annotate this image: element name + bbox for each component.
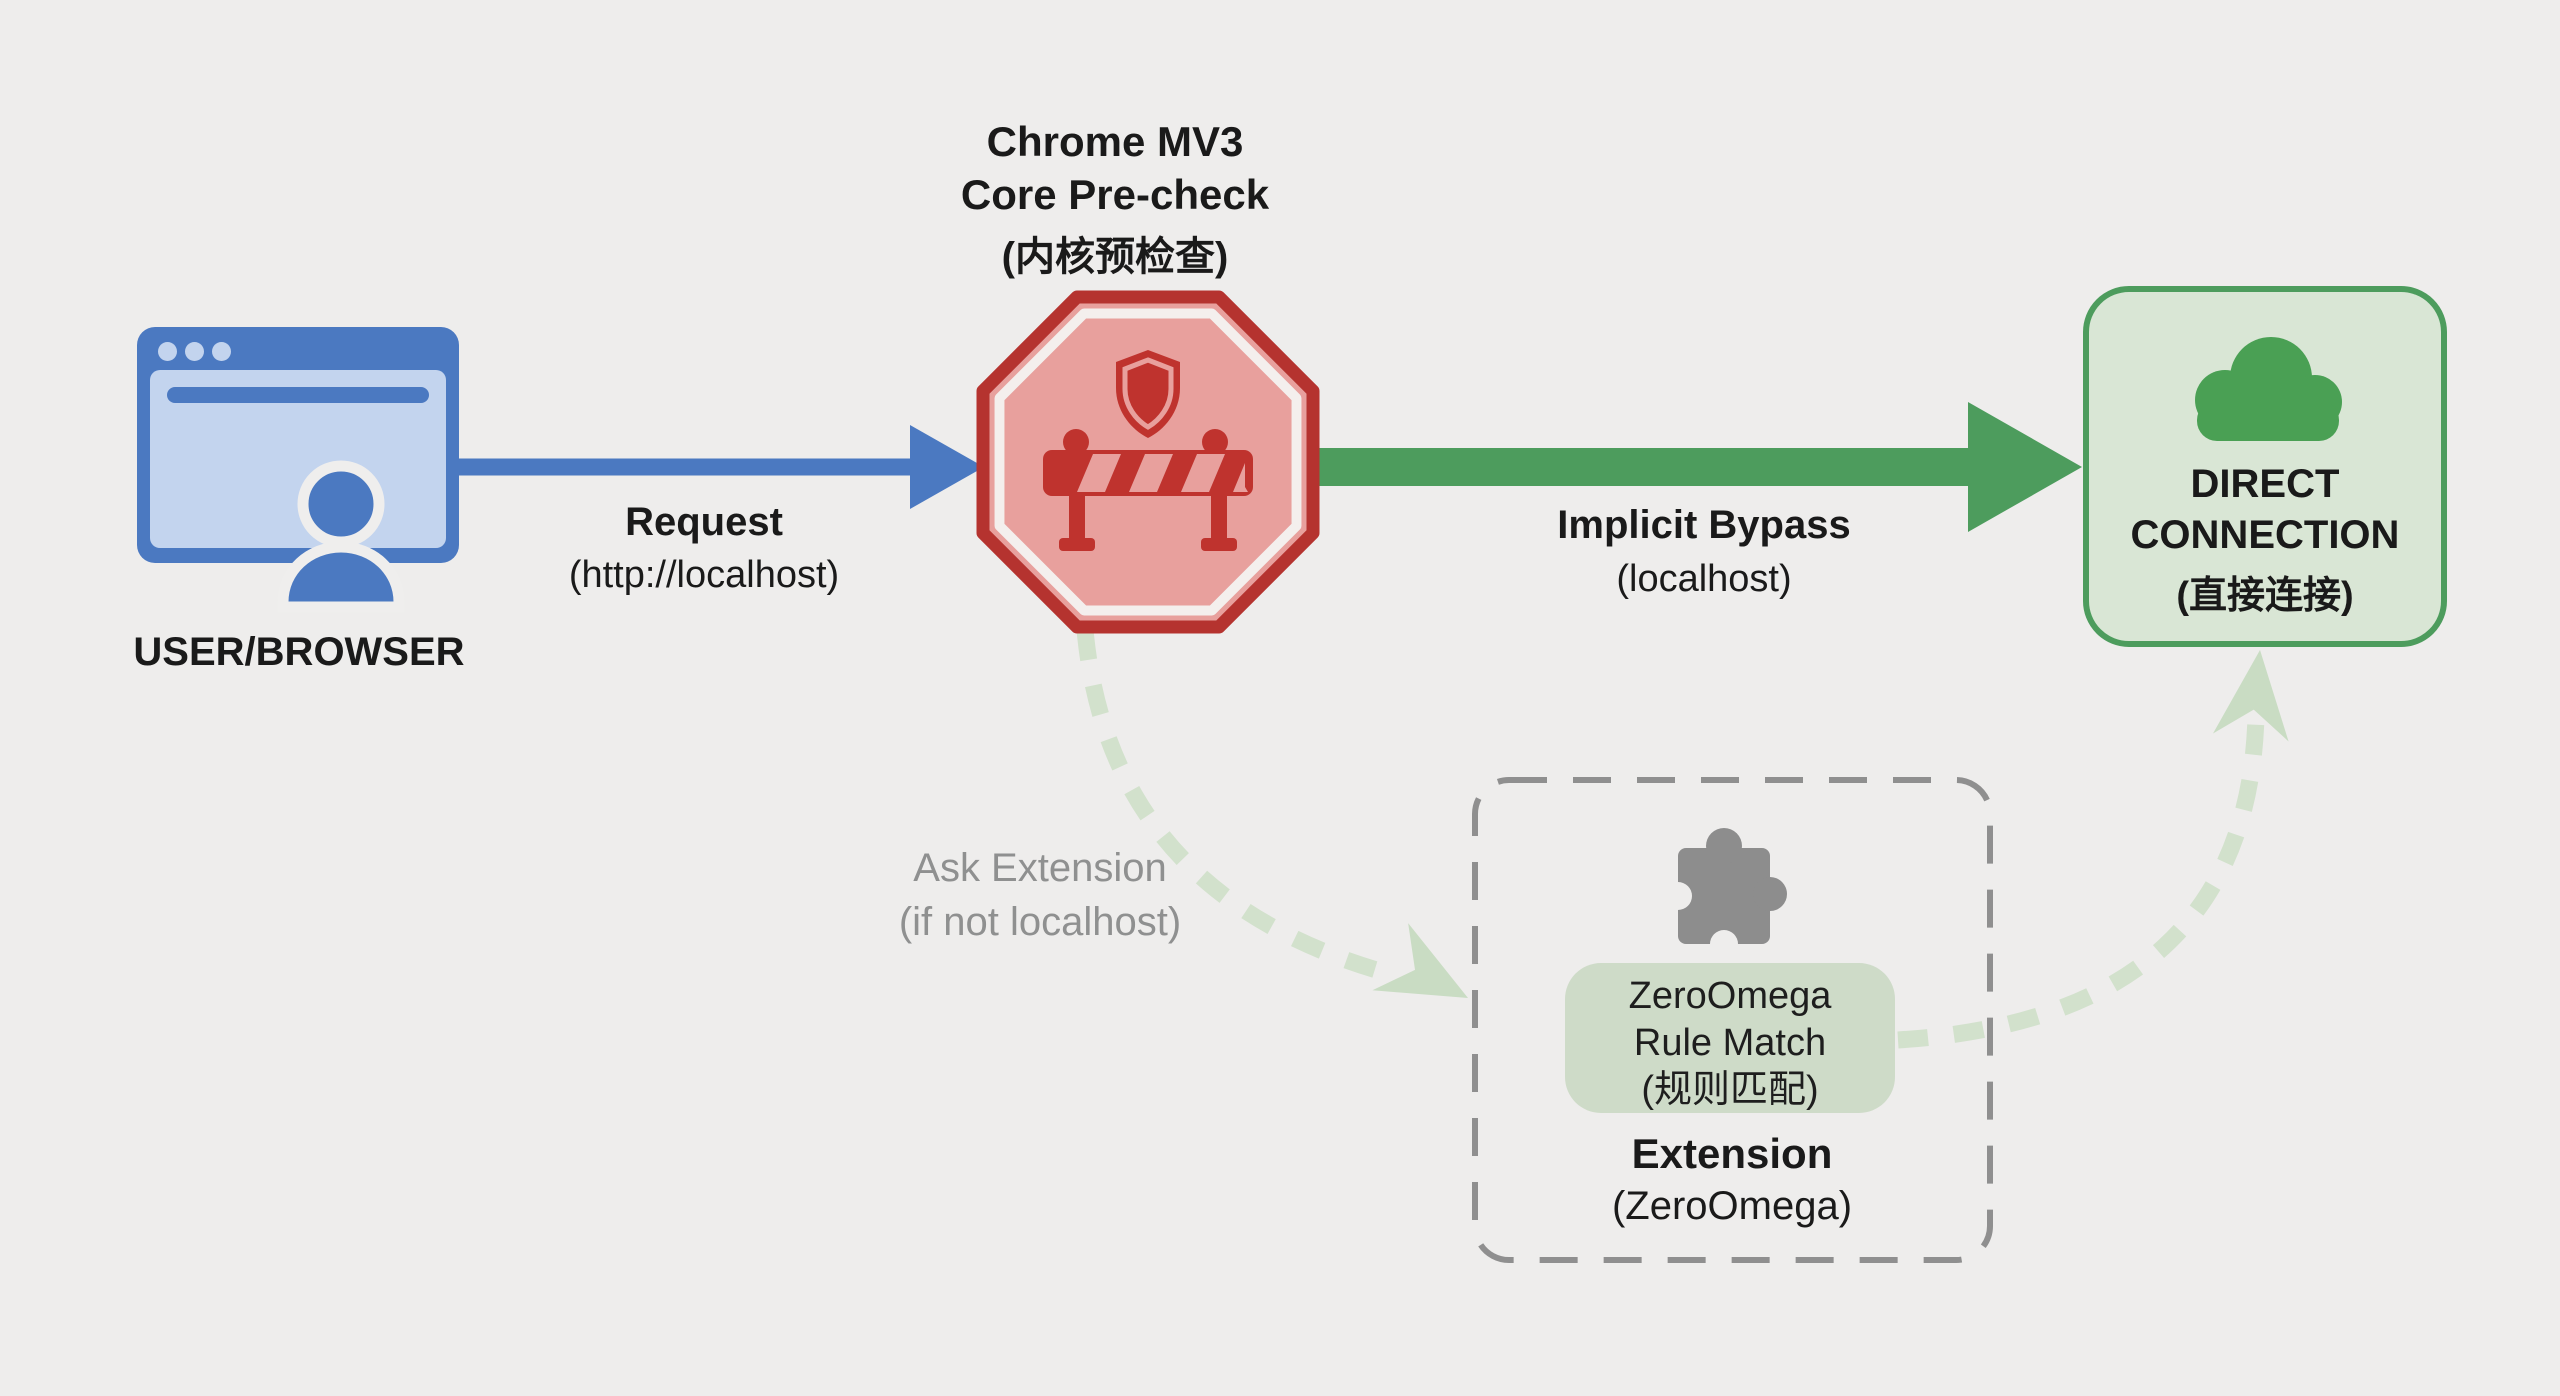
extension-sublabel: (ZeroOmega) — [1611, 1184, 1853, 1228]
puzzle-piece-icon — [1664, 828, 1787, 950]
rule-match-line1: ZeroOmega — [1628, 975, 1832, 1017]
implicit-bypass-arrow — [1318, 402, 2082, 532]
user-browser-label: USER/BROWSER — [133, 630, 465, 674]
user-icon — [277, 460, 405, 613]
address-bar-icon — [167, 387, 429, 403]
direct-connection-line2: CONNECTION — [2130, 513, 2400, 557]
core-precheck-title-line2: Core Pre-check — [960, 171, 1270, 218]
rule-match-line2: Rule Match — [1633, 1022, 1827, 1064]
implicit-bypass-sublabel: (localhost) — [1616, 558, 1792, 600]
browser-window-icon — [137, 327, 459, 563]
rule-match-arrowhead — [2213, 650, 2289, 742]
ask-extension-arrowhead — [1372, 923, 1468, 998]
request-sublabel: (http://localhost) — [568, 554, 840, 596]
rule-match-line3: (规则匹配) — [1641, 1069, 1819, 1111]
direct-connection-line3: (直接连接) — [2176, 575, 2354, 617]
barrier-icon — [1043, 429, 1253, 551]
window-dot — [158, 342, 177, 361]
implicit-bypass-label: Implicit Bypass — [1557, 503, 1851, 547]
ask-extension-label: Ask Extension — [913, 846, 1167, 890]
rule-match-dashed-arrow — [1897, 650, 2289, 1049]
cloud-icon — [2195, 337, 2342, 441]
stop-octagon-icon — [976, 290, 1320, 634]
extension-label: Extension — [1631, 1130, 1833, 1177]
window-dot — [185, 342, 204, 361]
browser-content — [150, 370, 446, 548]
request-arrow — [458, 425, 984, 509]
ask-extension-dashed-arrow — [1076, 629, 1468, 998]
request-label: Request — [625, 500, 783, 544]
core-precheck-title-line3: (内核预检查) — [1001, 235, 1229, 279]
shield-icon — [1116, 350, 1180, 438]
ask-extension-sublabel: (if not localhost) — [898, 900, 1182, 944]
window-dot — [212, 342, 231, 361]
rule-match-pill: ZeroOmega Rule Match (规则匹配) — [1565, 963, 1895, 1113]
extension-node-border — [1472, 777, 1993, 1263]
core-precheck-title-line1: Chrome MV3 — [986, 118, 1244, 165]
direct-connection-node: DIRECT CONNECTION (直接连接) — [2083, 286, 2447, 647]
direct-connection-line1: DIRECT — [2190, 462, 2340, 506]
